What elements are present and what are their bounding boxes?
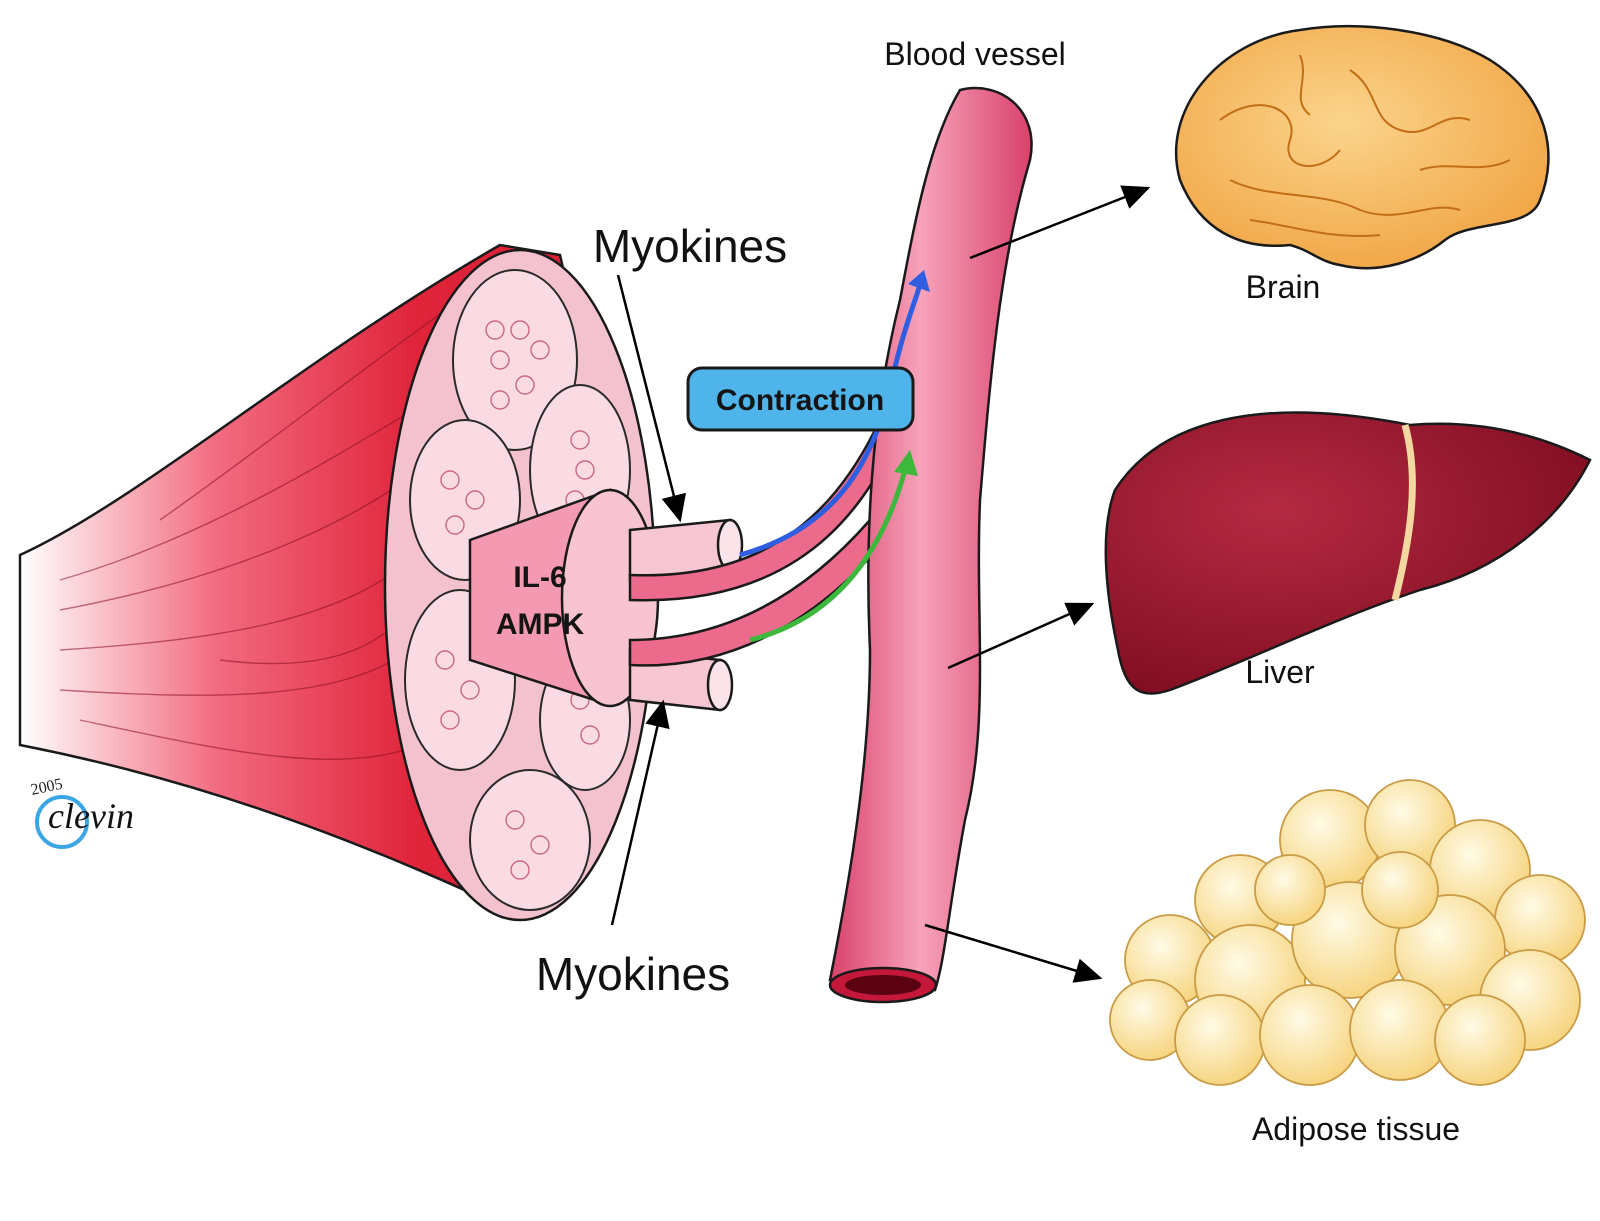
- brain-shape: [1174, 25, 1550, 270]
- ampk-label: AMPK: [496, 608, 585, 641]
- myokines-top-label: Myokines: [593, 220, 787, 272]
- blood-vessel: [739, 86, 1033, 1004]
- signature-name: clevin: [48, 796, 134, 836]
- adipose-label: Adipose tissue: [1252, 1111, 1460, 1147]
- liver: [1104, 411, 1592, 695]
- adipose-tissue: [1109, 779, 1586, 1086]
- muscle-fascicles: [404, 269, 631, 911]
- arrow-to-liver: [947, 602, 1095, 670]
- arrow-myokines-bottom: [610, 699, 670, 926]
- brain: [1174, 25, 1550, 270]
- signature-year: 2005: [29, 776, 64, 799]
- artist-signature: 2005 clevin: [29, 776, 134, 849]
- muscle-fiber-texture: [435, 320, 600, 880]
- muscle: IL-6 AMPK: [18, 243, 660, 922]
- brain-label: Brain: [1246, 269, 1321, 305]
- liver-ligament: [1391, 424, 1416, 601]
- liver-shape: [1104, 411, 1592, 695]
- brain-folds: [1219, 54, 1511, 237]
- green-transport-arrow: [749, 469, 908, 643]
- contraction-label: Contraction: [716, 384, 884, 417]
- blood-vessel-label: Blood vessel: [884, 36, 1065, 72]
- il6-label: IL-6: [513, 561, 566, 594]
- liver-label: Liver: [1245, 654, 1315, 690]
- arrow-to-adipose: [924, 923, 1103, 983]
- arrow-myokines-top: [616, 274, 686, 523]
- contraction-badge: Contraction: [686, 366, 915, 432]
- pointer-arrows: [610, 185, 1151, 983]
- arrow-to-brain: [969, 185, 1151, 260]
- myokines-bottom-label: Myokines: [536, 948, 730, 1000]
- muscle-striations: [59, 299, 461, 760]
